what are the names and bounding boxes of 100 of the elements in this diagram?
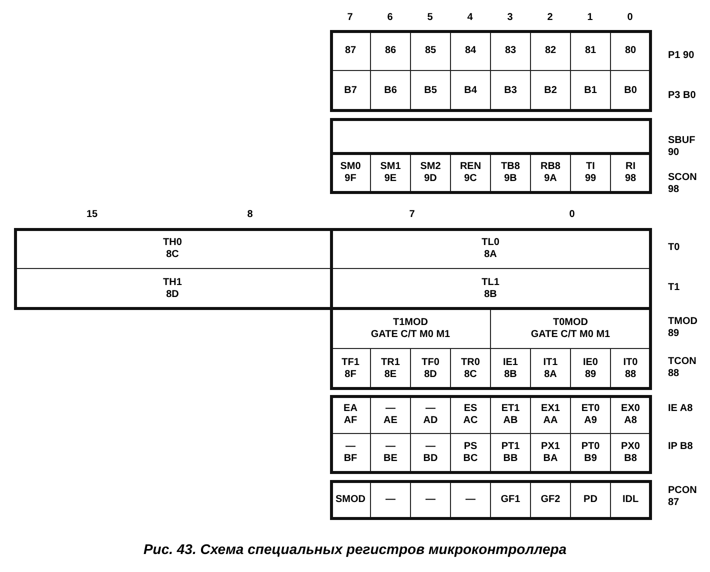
cell-text: PT1 (501, 441, 520, 453)
cell-text: TL1 (482, 276, 500, 288)
cell-text: 8D (424, 368, 437, 380)
cell-text: PX1 (541, 441, 560, 453)
cell-text: 8C (464, 368, 477, 380)
caption: Рис. 43. Схема специальных регистров микроконтроллера (142, 541, 568, 557)
cell-text: 8C (166, 248, 179, 260)
register-name: PCON 87 (668, 485, 698, 509)
bit-number: 0 (626, 12, 634, 24)
cell-text: TR0 (461, 356, 480, 368)
cell-text: RI (626, 160, 636, 172)
cell-text: — (386, 402, 396, 414)
cell-text: EX1 (541, 402, 560, 414)
cell-text: B9 (584, 453, 597, 465)
cell-text: — (386, 441, 396, 453)
cell-text: AE (384, 414, 398, 426)
cell-text: 8A (484, 248, 497, 260)
cell-text: EA (344, 402, 358, 414)
register-name: P3 B0 (668, 90, 697, 102)
cell-text: 8B (484, 288, 497, 300)
cell-text: 82 (544, 44, 556, 56)
bit-number: 2 (546, 12, 554, 24)
cell-text: GATE C/T M0 M1 (370, 328, 450, 340)
cell-text: 84 (464, 44, 476, 56)
cell-text: TH1 (163, 276, 182, 288)
cell-text: ES (464, 402, 478, 414)
cell-text: 80 (624, 44, 636, 56)
cell-text: 83 (504, 44, 516, 56)
cell-text: PX0 (621, 441, 640, 453)
register-name: IP B8 (668, 441, 694, 453)
cell-text: B6 (384, 84, 397, 96)
cell-text: A9 (584, 414, 597, 426)
bit-number: 6 (386, 12, 394, 24)
cell-text: PD (584, 494, 598, 506)
cell-text: 8F (344, 368, 356, 380)
cell-text: AC (463, 414, 478, 426)
cell-text: EX0 (621, 402, 640, 414)
cell-text: IT0 (623, 356, 638, 368)
cell-text: BF (344, 453, 358, 465)
bit-number: 7 (346, 12, 354, 24)
cell-text: BD (423, 453, 438, 465)
cell-text: BC (463, 453, 478, 465)
cell-text: GF2 (540, 494, 560, 506)
cell-text: TF1 (342, 356, 360, 368)
cell-text: B3 (504, 84, 517, 96)
register-name: P1 90 (668, 50, 696, 62)
cell-text: 89 (584, 368, 596, 380)
cell-text: B0 (624, 84, 637, 96)
cell-text: TB8 (501, 160, 520, 172)
cell-text: PT0 (581, 441, 600, 453)
cell-text: 9F (344, 172, 356, 184)
cell-text: B2 (544, 84, 557, 96)
cell-text: B1 (584, 84, 597, 96)
cell-text: 8E (384, 368, 397, 380)
bit-number: 3 (506, 12, 514, 24)
bit-number: 7 (408, 209, 416, 221)
cell-text: BA (543, 453, 558, 465)
cell-text: SM0 (340, 160, 361, 172)
cell-text: BB (503, 453, 518, 465)
cell-text: AB (503, 414, 518, 426)
cell-text: 9D (424, 172, 437, 184)
cell-text: GATE C/T M0 M1 (530, 328, 610, 340)
cell-text: TL0 (482, 236, 500, 248)
register-name: T1 (668, 282, 681, 294)
cell-text: A8 (624, 414, 637, 426)
cell-text: 98 (624, 172, 636, 184)
cell-text: TI (586, 160, 595, 172)
cell-text: ET1 (501, 402, 520, 414)
cell-text: — (426, 402, 436, 414)
cell-text: B7 (344, 84, 357, 96)
cell-text: SMOD (336, 494, 366, 506)
bit-number: 0 (568, 209, 576, 221)
cell-text: SM1 (380, 160, 401, 172)
cell-text: REN (460, 160, 482, 172)
cell-text: RB8 (540, 160, 560, 172)
register-name: TCON 88 (668, 356, 698, 380)
cell-text: 9E (384, 172, 397, 184)
cell-text: IE1 (502, 356, 518, 368)
register-name: TMOD 89 (668, 316, 698, 340)
cell-text: 9A (544, 172, 557, 184)
register-name: T0 (668, 242, 681, 254)
cell-text: GF1 (500, 494, 520, 506)
register-name: SBUF 90 (668, 135, 696, 159)
cell-text: 88 (624, 368, 636, 380)
cell-text: IE0 (582, 356, 598, 368)
cell-text: B8 (624, 453, 637, 465)
cell-text: 81 (584, 44, 596, 56)
cell-text: AA (543, 414, 558, 426)
cell-text: — (426, 441, 436, 453)
cell-text: 9C (464, 172, 477, 184)
cell-text: 86 (384, 44, 396, 56)
cell-text: TF0 (422, 356, 440, 368)
bit-number: 8 (246, 209, 254, 221)
cell-text: B5 (424, 84, 437, 96)
bit-number: 5 (426, 12, 434, 24)
bit-number: 4 (466, 12, 474, 24)
cell-text: AF (344, 414, 358, 426)
register-name: IE A8 (668, 403, 694, 415)
cell-text: ET0 (581, 402, 600, 414)
cell-text: BE (384, 453, 398, 465)
